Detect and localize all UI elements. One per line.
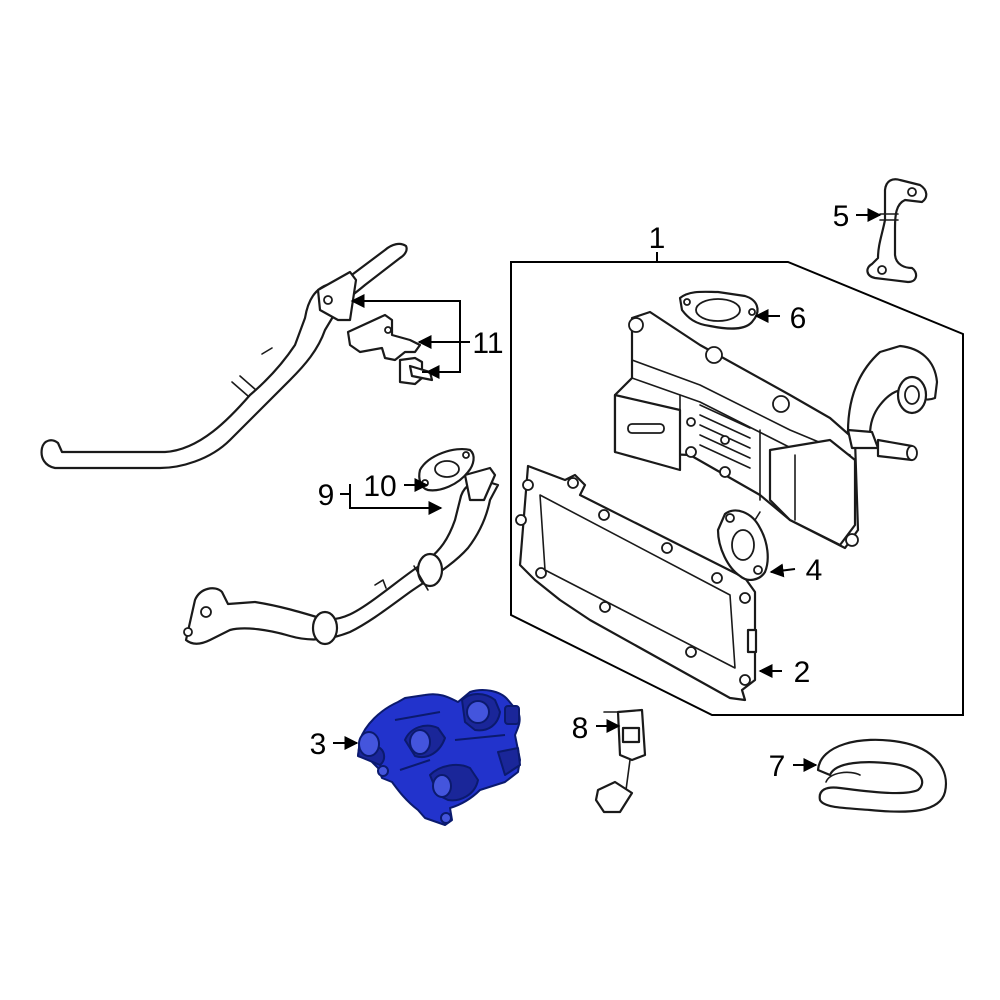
coolant-hose[interactable] (816, 738, 947, 813)
egr-pipe[interactable] (183, 466, 500, 646)
callout-5: 5 (833, 200, 850, 233)
callout-10: 10 (363, 470, 396, 503)
callout-3: 3 (310, 728, 327, 761)
callout-4: 4 (806, 554, 823, 587)
outlet-gasket[interactable] (716, 509, 769, 582)
temperature-sensor[interactable] (594, 708, 647, 814)
callout-1: 1 (649, 222, 666, 255)
callout-11: 11 (472, 327, 503, 360)
callout-labels: 1 2 3 4 5 6 7 8 9 10 11 (310, 200, 850, 783)
egr-flange-gasket[interactable] (678, 290, 759, 330)
egr-valve[interactable] (357, 689, 521, 826)
egr-tube[interactable] (866, 178, 928, 284)
assembly-outline (510, 252, 964, 716)
callout-6: 6 (790, 302, 807, 335)
callout-2: 2 (794, 656, 811, 689)
egr-cooler[interactable] (613, 310, 939, 550)
callout-8: 8 (572, 712, 589, 745)
pipe-gasket[interactable] (418, 447, 475, 492)
cooler-gasket[interactable] (515, 464, 758, 702)
callout-7: 7 (769, 750, 786, 783)
bracket-assembly[interactable] (40, 242, 434, 470)
callout-9: 9 (318, 479, 335, 512)
callout-leaders (333, 208, 882, 772)
